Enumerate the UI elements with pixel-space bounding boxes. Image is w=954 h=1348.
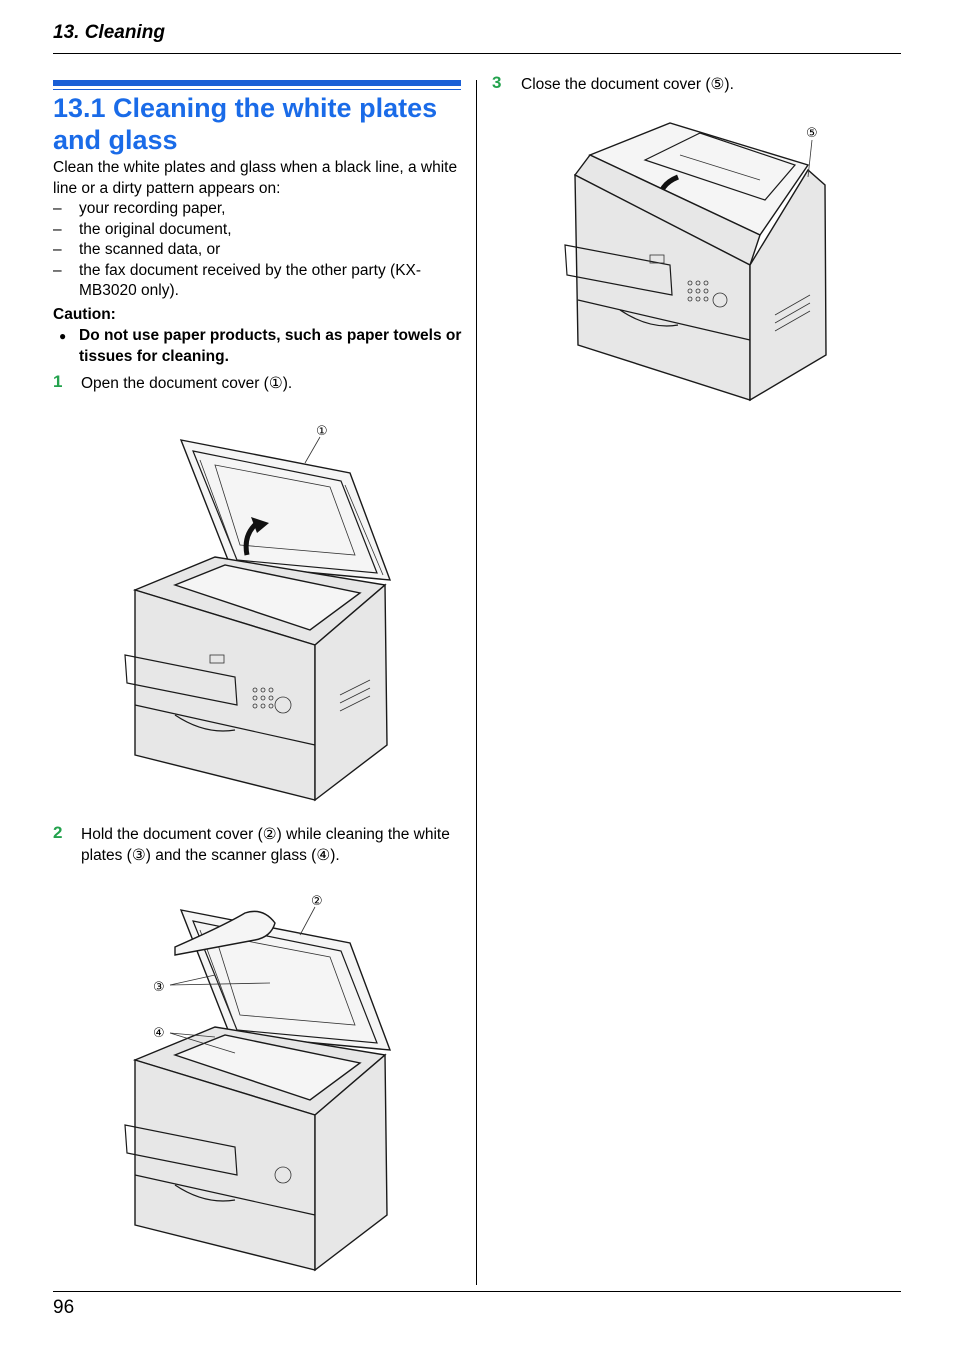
dash-mark: –	[53, 241, 62, 258]
title-bar-thin	[53, 89, 461, 90]
printer-illustration	[124, 909, 392, 1272]
dash-mark: –	[53, 220, 62, 238]
intro-text: Clean the white plates and glass when a …	[53, 159, 458, 197]
callout-2: ②	[311, 893, 323, 908]
dash-mark: –	[53, 261, 62, 279]
callout-1: ①	[316, 423, 328, 438]
condition-text: your recording paper,	[79, 200, 226, 217]
step-number-1: 1	[53, 372, 63, 391]
section-title: 13.1 Cleaning the white plates and glass	[53, 93, 438, 155]
list-item: – the original document,	[53, 220, 463, 241]
callout-4: ④	[153, 1025, 165, 1040]
step-number-2: 2	[53, 823, 63, 842]
illustration-close-cover: ⑤	[564, 122, 827, 402]
page-number: 96	[53, 1297, 75, 1318]
callout-5: ⑤	[806, 125, 818, 140]
chapter-header: 13. Cleaning	[53, 22, 165, 43]
caution-text: Do not use paper products, such as paper…	[79, 327, 462, 365]
step-text-1: Open the document cover (①).	[81, 375, 293, 392]
title-bar	[53, 80, 461, 86]
step-number-3: 3	[492, 73, 502, 92]
condition-text: the fax document received by the other p…	[79, 261, 422, 300]
footer-rule	[53, 1291, 901, 1292]
caution-label: Caution:	[53, 306, 116, 323]
caution-item: ● Do not use paper products, such as pap…	[53, 326, 463, 367]
illustration-clean-glass: ② ③ ④	[124, 893, 392, 1272]
condition-text: the original document,	[79, 220, 232, 238]
bullet-icon: ●	[59, 329, 67, 343]
list-item: – the fax document received by the other…	[53, 261, 463, 302]
condition-text: the scanned data, or	[79, 241, 221, 258]
list-item: – your recording paper,	[53, 199, 463, 220]
list-item: – the scanned data, or	[53, 240, 463, 261]
illustration-open-cover: ①	[124, 423, 392, 802]
step-text-3: Close the document cover (⑤).	[521, 76, 734, 93]
printer-illustration	[124, 439, 392, 802]
callout-3: ③	[153, 979, 165, 994]
printer-illustration	[564, 122, 827, 402]
conditions-list: – your recording paper, – the original d…	[53, 199, 463, 302]
dash-mark: –	[53, 200, 62, 217]
step-text-2: Hold the document cover (②) while cleani…	[81, 826, 450, 864]
header-rule	[53, 53, 901, 54]
column-divider	[476, 80, 477, 1285]
